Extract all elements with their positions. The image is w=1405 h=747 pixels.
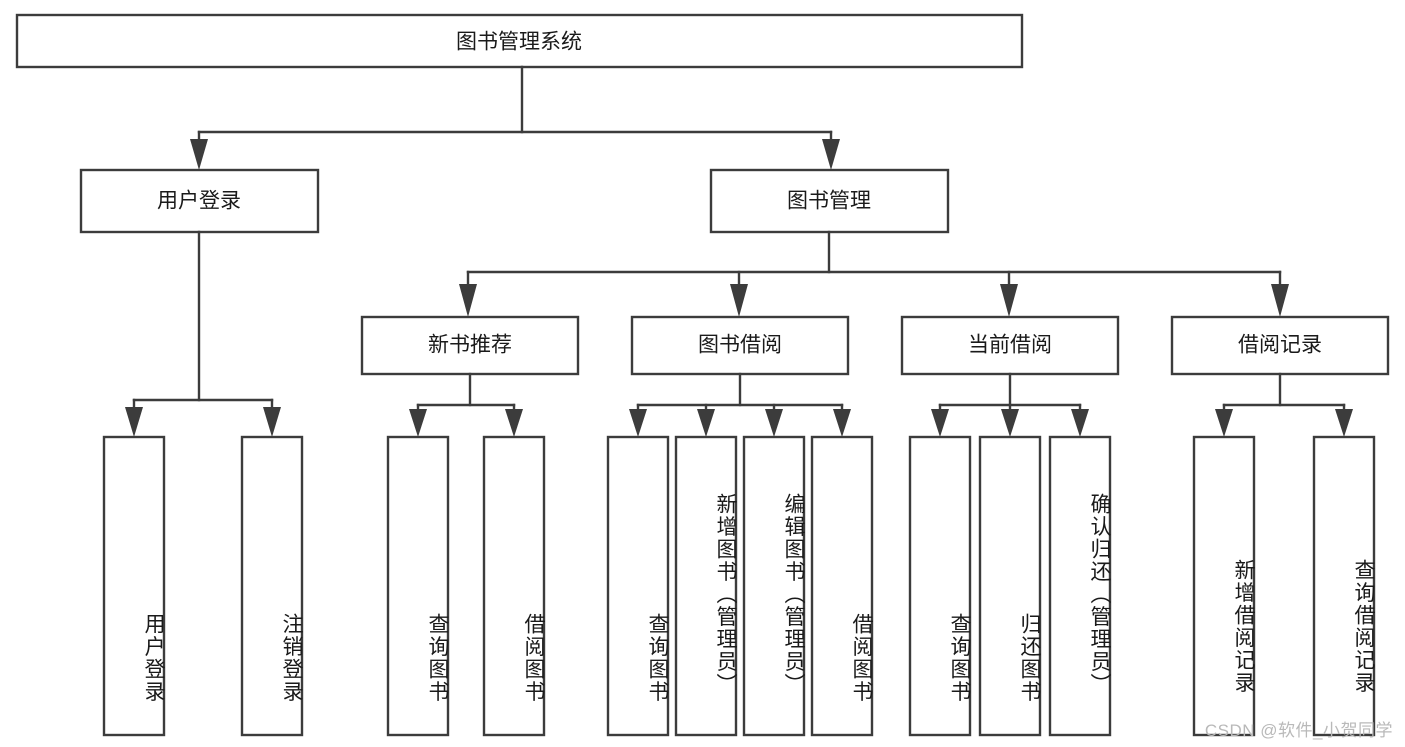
arrowhead-current-borrow bbox=[1000, 284, 1018, 317]
arrowhead-book-manage bbox=[822, 139, 840, 170]
arrowhead-leaf-logout bbox=[263, 407, 281, 437]
leaf-box-borrow-lend[interactable] bbox=[810, 435, 874, 737]
node-borrow-records-label: 借阅记录 bbox=[1238, 334, 1322, 357]
node-book-manage[interactable] bbox=[709, 168, 950, 234]
leaf-box-newbook-query[interactable] bbox=[386, 435, 450, 737]
arrowhead-newbook-leaf-1 bbox=[409, 409, 427, 437]
node-new-book-rec[interactable] bbox=[360, 315, 580, 376]
leaf-box-logout[interactable] bbox=[240, 435, 304, 737]
leaf-box-current-confirm[interactable] bbox=[1048, 435, 1112, 737]
arrowhead-borrow-leaf-3 bbox=[765, 409, 783, 437]
arrowhead-borrow-leaf-1 bbox=[629, 409, 647, 437]
node-book-manage-label: 图书管理 bbox=[787, 190, 871, 213]
leaf-box-current-query[interactable] bbox=[908, 435, 972, 737]
arrowhead-current-leaf-2 bbox=[1001, 409, 1019, 437]
node-book-borrow[interactable] bbox=[630, 315, 850, 376]
arrowhead-current-leaf-1 bbox=[931, 409, 949, 437]
arrowhead-leaf-user-login bbox=[125, 407, 143, 437]
watermark-text: CSDN @软件_小贺同学 bbox=[1204, 721, 1393, 740]
leaf-box-borrow-add[interactable] bbox=[674, 435, 738, 737]
arrowhead-borrow-leaf-4 bbox=[833, 409, 851, 437]
leaf-box-records-query[interactable] bbox=[1312, 435, 1376, 737]
node-root-label: 图书管理系统 bbox=[456, 31, 582, 54]
arrowhead-records-leaf-2 bbox=[1335, 409, 1353, 437]
arrowhead-borrow-leaf-2 bbox=[697, 409, 715, 437]
arrowhead-user-login bbox=[190, 139, 208, 170]
arrowhead-borrow-records bbox=[1271, 284, 1289, 317]
leaf-box-records-add[interactable] bbox=[1192, 435, 1256, 737]
node-root[interactable] bbox=[15, 13, 1024, 69]
arrowhead-records-leaf-1 bbox=[1215, 409, 1233, 437]
arrowhead-new-book-rec bbox=[459, 284, 477, 317]
node-user-login-label: 用户登录 bbox=[157, 190, 241, 213]
arrowhead-current-leaf-3 bbox=[1071, 409, 1089, 437]
arrowhead-book-borrow bbox=[730, 284, 748, 317]
arrowhead-newbook-leaf-2 bbox=[505, 409, 523, 437]
node-new-book-rec-label: 新书推荐 bbox=[428, 334, 512, 357]
leaf-box-user-login[interactable] bbox=[102, 435, 166, 737]
leaf-box-borrow-edit[interactable] bbox=[742, 435, 806, 737]
leaf-box-borrow-query[interactable] bbox=[606, 435, 670, 737]
leaf-box-current-return[interactable] bbox=[978, 435, 1042, 737]
node-current-borrow-label: 当前借阅 bbox=[968, 334, 1052, 357]
node-book-borrow-label: 图书借阅 bbox=[698, 334, 782, 357]
node-borrow-records[interactable] bbox=[1170, 315, 1390, 376]
leaf-box-newbook-borrow[interactable] bbox=[482, 435, 546, 737]
node-current-borrow[interactable] bbox=[900, 315, 1120, 376]
